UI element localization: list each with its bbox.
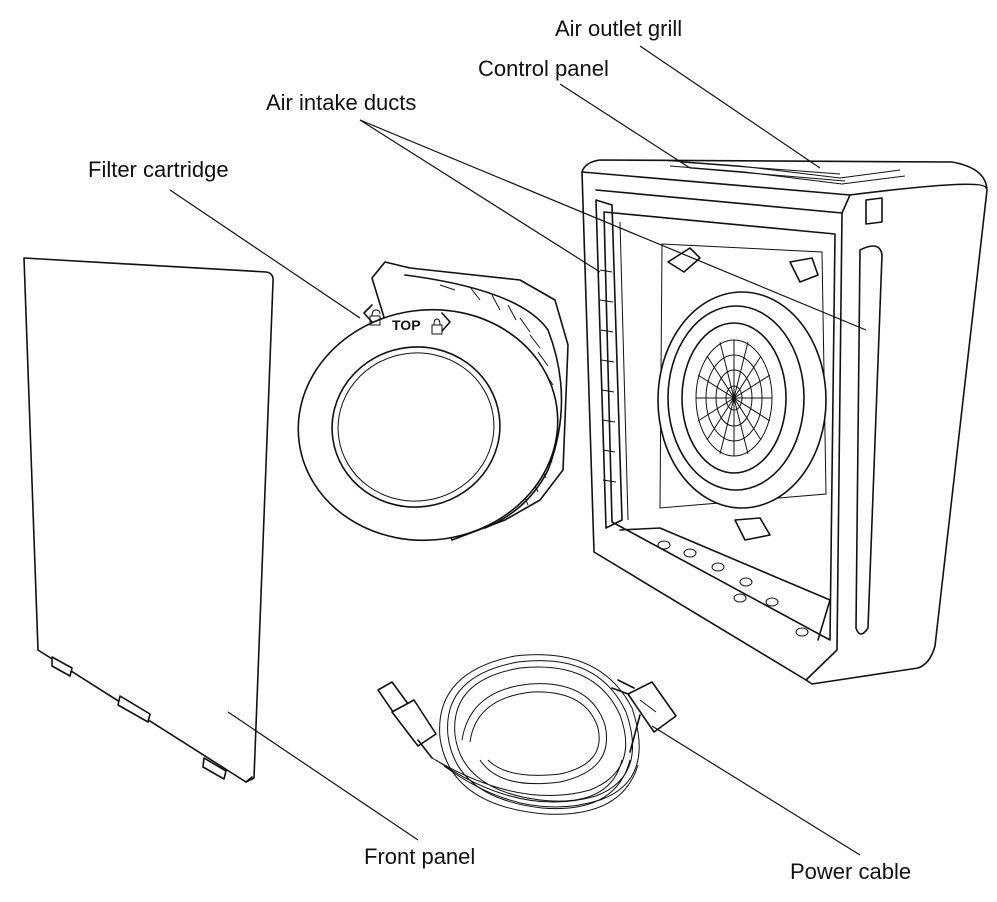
air-purifier-unit [581, 159, 988, 685]
leader-lines [169, 45, 867, 856]
label-filter-cartridge: Filter cartridge [88, 157, 229, 182]
filter-cartridge: TOP [297, 261, 569, 542]
front-panel [23, 257, 274, 783]
panel-tab [117, 695, 151, 723]
air-intake-duct-left [595, 199, 623, 529]
right-arrow-icon [441, 312, 451, 332]
filter-window [331, 346, 501, 508]
unlock-icon [369, 309, 381, 326]
leader-power-cable [651, 725, 861, 856]
leader-air-intake-duct-right [359, 119, 867, 331]
label-air-intake-ducts: Air intake ducts [266, 90, 417, 115]
panel-tab [202, 757, 227, 780]
air-outlet-grill [659, 159, 906, 185]
label-control-panel: Control panel [478, 56, 609, 81]
label-power-cable: Power cable [790, 859, 912, 884]
top-marking: TOP [392, 317, 421, 333]
tray-holes [657, 540, 809, 637]
lock-icon [431, 318, 443, 335]
fan-grill [695, 339, 773, 457]
leader-front-panel [227, 711, 419, 841]
label-air-outlet-grill: Air outlet grill [555, 16, 683, 41]
leader-air-outlet-grill [639, 45, 821, 169]
power-cable [377, 654, 677, 815]
panel-tab [51, 656, 73, 677]
leader-control-panel [559, 83, 691, 169]
left-arrow-icon [363, 304, 373, 323]
label-front-panel: Front panel [364, 844, 476, 869]
leader-air-intake-duct-left [359, 119, 601, 273]
leader-filter-cartridge [169, 189, 361, 319]
